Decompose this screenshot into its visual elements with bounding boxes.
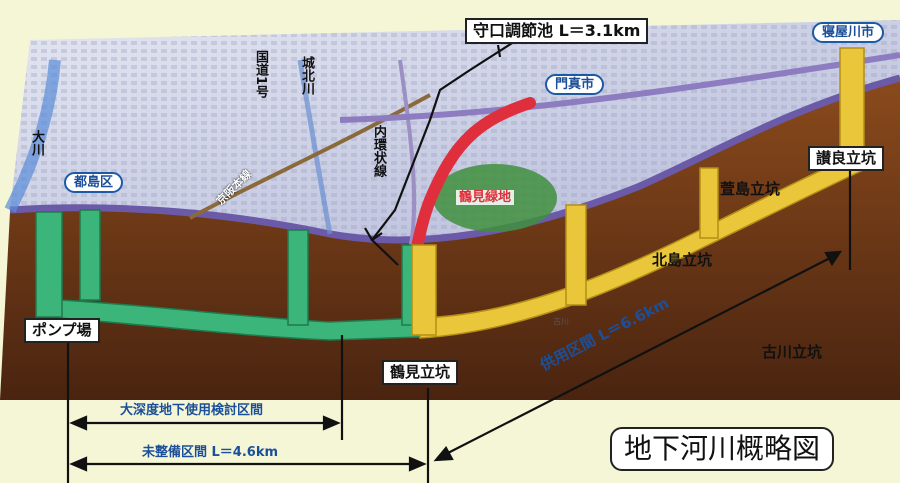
city-neyagawa: 寝屋川市 bbox=[812, 22, 885, 43]
small-label-furukawa: 古川 bbox=[553, 317, 569, 326]
label-national-route: 国道1号 bbox=[253, 50, 268, 99]
shaft-kitajima: 北島立坑 bbox=[652, 251, 713, 269]
green-tunnel bbox=[35, 209, 421, 341]
label-shirokita: 城北川 bbox=[299, 56, 314, 95]
dimension-lines bbox=[66, 170, 852, 483]
shaft-kayashima: 萱島立坑 bbox=[720, 180, 781, 198]
section-deep-study: 大深度地下使用検討区間 bbox=[120, 403, 264, 418]
reservoir-title: 守口調節池 L＝3.1km bbox=[465, 18, 649, 44]
city-kadoma: 門真市 bbox=[545, 74, 605, 95]
pump-station: ポンプ場 bbox=[24, 318, 100, 343]
label-okawa: 大川 bbox=[29, 130, 44, 156]
okawa-river bbox=[4, 59, 61, 213]
shaft-furukawa: 古川立坑 bbox=[762, 343, 823, 361]
city-miyakojima: 都島区 bbox=[64, 172, 124, 193]
section-unfinished: 未整備区間 L＝4.6km bbox=[142, 445, 279, 460]
label-green-area: 鶴見緑地 bbox=[456, 190, 515, 205]
surface-edge bbox=[9, 74, 900, 244]
diagram-title: 地下河川概略図 bbox=[610, 427, 835, 471]
label-inner-ring: 内環状線 bbox=[371, 125, 386, 177]
purple-road bbox=[339, 52, 900, 123]
shaft-sanra: 讃良立坑 bbox=[808, 146, 885, 171]
shirokita-river bbox=[297, 59, 333, 235]
shaft-tsurumi: 鶴見立坑 bbox=[382, 360, 459, 385]
